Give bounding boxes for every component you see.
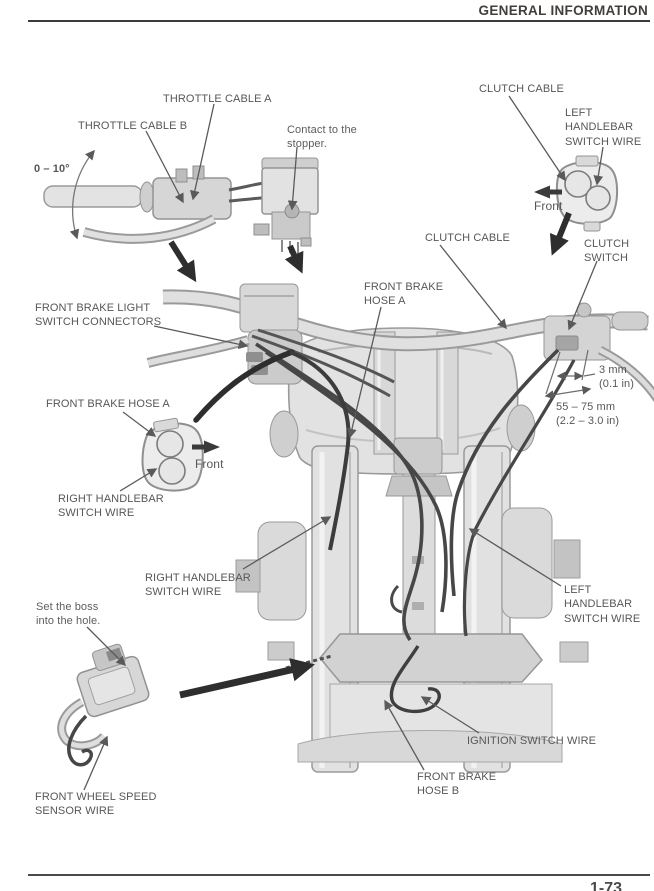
- front-direction-arrow-left: [534, 185, 562, 199]
- leader-lines: [83, 95, 604, 791]
- dimension-lines: [544, 349, 596, 400]
- label-clutch-cable-upper: CLUTCH CABLE: [479, 83, 564, 95]
- dimension-lever-angle: 0 – 10°: [34, 163, 70, 175]
- label-right-handlebar-switch-wire-left: RIGHT HANDLEBAR SWITCH WIRE: [58, 493, 164, 520]
- dimension-switch-gap: 3 mm (0.1 in): [599, 364, 635, 391]
- footer-rule: [28, 874, 650, 876]
- label-ignition-switch-wire: IGNITION SWITCH WIRE: [467, 735, 597, 747]
- label-throttle-cable-b: THROTTLE CABLE B: [78, 120, 188, 132]
- label-left-handlebar-switch-wire-right: LEFT HANDLEBAR SWITCH WIRE: [564, 584, 641, 625]
- front-direction-arrow-right: [192, 440, 220, 454]
- page-number: 1-73: [590, 880, 623, 891]
- label-right-handlebar-switch-wire-center: RIGHT HANDLEBAR SWITCH WIRE: [145, 572, 251, 599]
- note-set-boss: Set the boss into the hole.: [36, 601, 101, 628]
- label-front-brake-hose-a-left: FRONT BRAKE HOSE A: [46, 398, 170, 410]
- throttle-grip-inset: [43, 149, 281, 283]
- label-front-wheel-speed-sensor-wire: FRONT WHEEL SPEED SENSOR WIRE: [35, 791, 157, 818]
- dimension-lever-distance: 55 – 75 mm (2.2 – 3.0 in): [556, 401, 620, 428]
- master-cylinder-inset: [253, 157, 319, 274]
- main-assembly: [146, 283, 654, 773]
- label-left-handlebar-switch-wire-upper: LEFT HANDLEBAR SWITCH WIRE: [565, 107, 642, 148]
- left-cable-guide-inset: [141, 417, 220, 492]
- note-contact-stopper: Contact to the stopper.: [287, 124, 357, 151]
- label-front-brake-hose-b: FRONT BRAKE HOSE B: [417, 771, 497, 798]
- label-throttle-cable-a: THROTTLE CABLE A: [163, 93, 272, 105]
- label-front-brake-light-switch-connectors: FRONT BRAKE LIGHT SWITCH CONNECTORS: [35, 302, 162, 329]
- label-front-brake-hose-a-center: FRONT BRAKE HOSE A: [364, 281, 444, 308]
- front-indicator-left: Front: [195, 457, 224, 471]
- label-clutch-cable-lower: CLUTCH CABLE: [425, 232, 510, 244]
- label-clutch-switch: CLUTCH SWITCH: [584, 238, 630, 265]
- front-indicator-upper: Front: [534, 199, 563, 213]
- page-title: GENERAL INFORMATION: [478, 3, 648, 18]
- header-rule: [28, 20, 650, 22]
